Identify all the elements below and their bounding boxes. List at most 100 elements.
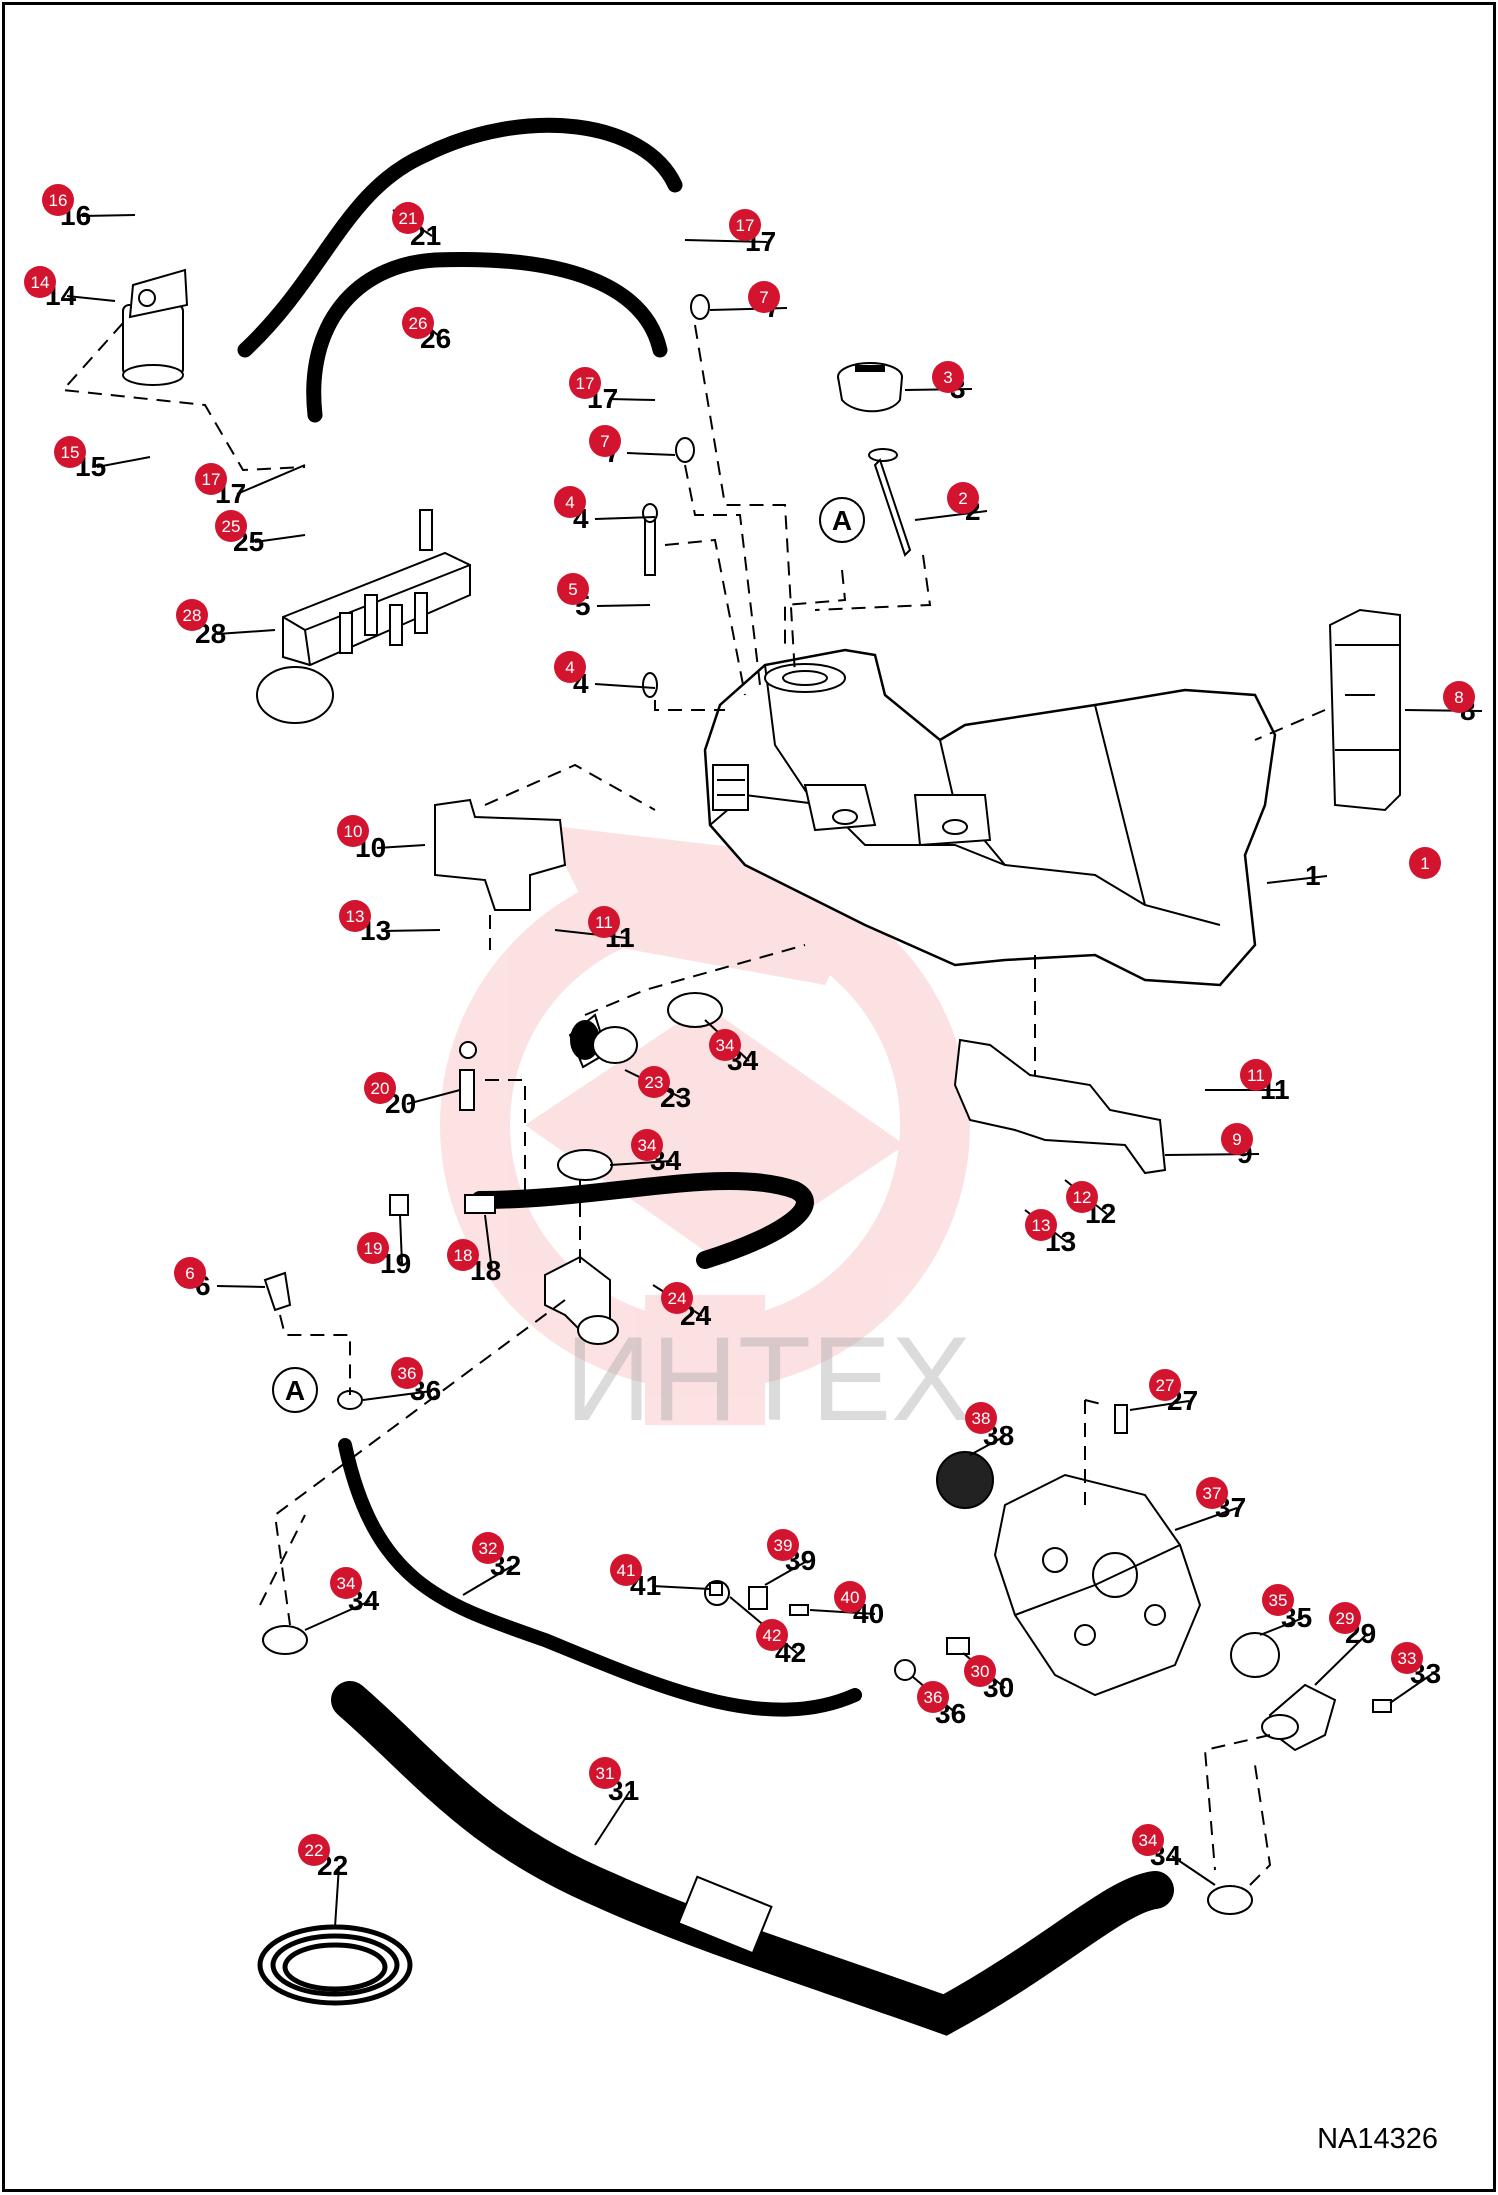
callout-badge-26 bbox=[402, 307, 434, 339]
elbow-23-body bbox=[570, 1020, 600, 1060]
callout-badge-number-4b: 4 bbox=[565, 658, 574, 677]
callout-badge-33 bbox=[1391, 1642, 1423, 1674]
route-bracket-10 bbox=[484, 763, 656, 811]
clamp-34b bbox=[557, 1149, 613, 1181]
callout-badge-5 bbox=[557, 573, 589, 605]
valve-20 bbox=[459, 1069, 475, 1111]
callout-leader-33 bbox=[1389, 1673, 1433, 1704]
callout-leader-4b bbox=[594, 683, 656, 689]
callout-leader-40 bbox=[809, 1609, 876, 1615]
callout-badge-number-11a: 11 bbox=[595, 913, 613, 932]
hose-32 bbox=[338, 1438, 862, 1717]
bracket-10 bbox=[434, 798, 567, 911]
filler-cap bbox=[837, 362, 903, 413]
callout-badge-39 bbox=[767, 1529, 799, 1561]
callout-badge-number-5: 5 bbox=[568, 580, 577, 599]
callout-badge-13a bbox=[339, 900, 371, 932]
valve-manifold bbox=[256, 509, 471, 724]
callout-badge-number-12: 12 bbox=[1073, 1188, 1092, 1207]
washer-20 bbox=[459, 1041, 477, 1059]
callout-leader-18 bbox=[484, 1214, 493, 1272]
callout-badge-number-6: 6 bbox=[185, 1264, 194, 1283]
callout-badge-38 bbox=[965, 1402, 997, 1434]
route-ref-a bbox=[784, 569, 847, 645]
route-hose-tank bbox=[694, 324, 796, 676]
callout-badge-number-2: 2 bbox=[958, 489, 967, 508]
callout-leader-39 bbox=[764, 1560, 808, 1586]
callout-4a: 44 bbox=[554, 486, 656, 534]
callout-badge-number-30: 30 bbox=[971, 1662, 990, 1681]
callout-leader-36a bbox=[362, 1390, 433, 1401]
callout-badge-number-28: 28 bbox=[183, 606, 202, 625]
callout-badge-number-4a: 4 bbox=[565, 493, 574, 512]
route-bolt-27b bbox=[1084, 1399, 1106, 1406]
callout-leader-34c bbox=[304, 1600, 371, 1631]
callout-badge-6 bbox=[174, 1257, 206, 1289]
callout-badge-23 bbox=[638, 1066, 670, 1098]
callout-badge-29 bbox=[1329, 1602, 1361, 1634]
fitting-6 bbox=[263, 1271, 292, 1312]
callout-leader-28 bbox=[216, 629, 276, 635]
callout-badge-number-16: 16 bbox=[49, 191, 68, 210]
callout-badge-18 bbox=[447, 1239, 479, 1271]
callout-badge-number-29: 29 bbox=[1336, 1609, 1355, 1628]
callout-badge-number-17b: 17 bbox=[576, 374, 595, 393]
parts-diagram: ИНТЕХ bbox=[24, 117, 1483, 2036]
fitting-30 bbox=[946, 1637, 970, 1655]
callout-badge-36b bbox=[917, 1681, 949, 1713]
callout-badge-number-31: 31 bbox=[596, 1764, 615, 1783]
fuel-filter bbox=[122, 268, 189, 386]
clamp-36b bbox=[894, 1659, 916, 1681]
callout-7b: 77 bbox=[589, 425, 676, 468]
view-ref-label-top: A bbox=[832, 505, 852, 536]
oring-35 bbox=[1230, 1632, 1280, 1678]
route-fittings bbox=[684, 464, 761, 686]
hose-26 bbox=[306, 251, 668, 423]
callout-leader-20 bbox=[406, 1089, 461, 1105]
gear-38 bbox=[936, 1451, 994, 1509]
callout-badge-20 bbox=[364, 1072, 396, 1104]
callout-leader-9 bbox=[1164, 1153, 1260, 1156]
callout-badge-number-34a: 34 bbox=[716, 1036, 735, 1055]
callout-7a: 77 bbox=[709, 281, 788, 323]
callout-badge-number-13a: 13 bbox=[346, 907, 365, 926]
callout-badge-number-19: 19 bbox=[364, 1239, 383, 1258]
callout-badge-number-39: 39 bbox=[774, 1536, 793, 1555]
callout-badge-31 bbox=[589, 1757, 621, 1789]
view-ref-circle-top bbox=[819, 497, 865, 543]
callout-leader-27 bbox=[1129, 1400, 1190, 1411]
callout-badge-number-26: 26 bbox=[409, 314, 428, 333]
callout-leader-2 bbox=[914, 510, 988, 521]
callout-badge-number-42: 42 bbox=[763, 1626, 782, 1645]
view-ref-circle-bottom bbox=[272, 1367, 318, 1413]
route-housing bbox=[1203, 1734, 1271, 1871]
callout-badge-number-1: 1 bbox=[1420, 854, 1429, 873]
tank-pad bbox=[1328, 608, 1401, 812]
view-ref-label-bottom: A bbox=[285, 1375, 305, 1406]
callout-leader-34b bbox=[609, 1160, 673, 1166]
callout-2: 22 bbox=[914, 482, 988, 526]
callout-badge-number-23: 23 bbox=[645, 1073, 664, 1092]
callout-badge-25 bbox=[215, 510, 247, 542]
route-clamp-34c bbox=[259, 1514, 306, 1606]
callout-badge-40 bbox=[834, 1581, 866, 1613]
route-fitting-6 bbox=[279, 1314, 351, 1395]
hose-18 bbox=[471, 1171, 814, 1269]
callout-badge-2 bbox=[947, 482, 979, 514]
bolt-40 bbox=[789, 1604, 809, 1616]
callout-leader-4a bbox=[594, 516, 656, 520]
callout-leader-32 bbox=[462, 1565, 513, 1596]
